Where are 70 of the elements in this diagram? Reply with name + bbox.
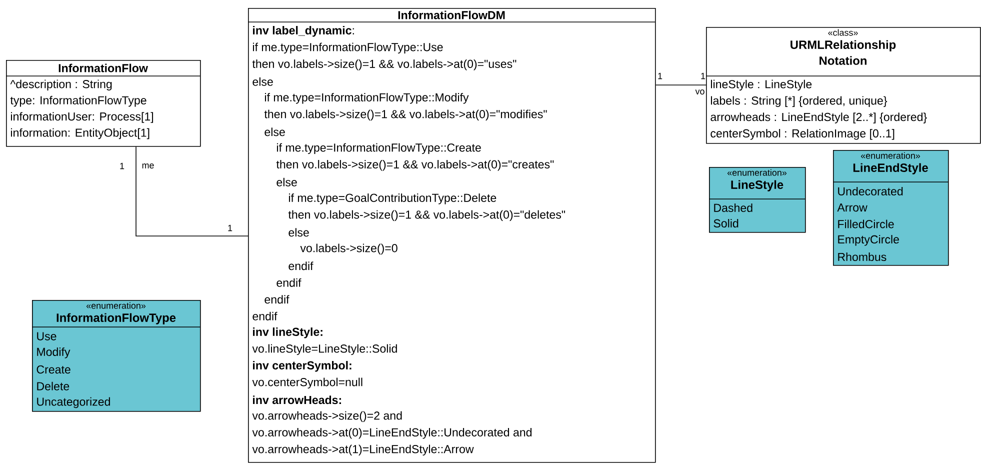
constraint-line: endif	[288, 262, 314, 270]
enum-literal: Rhombus	[838, 252, 886, 262]
class-name: InformationFlowDM	[398, 10, 505, 20]
constraint-line: then vo.labels->size()=1 && vo.labels->at(0)="creates"	[276, 160, 554, 171]
constraint-line: endif	[264, 295, 290, 304]
stereotype-label: «class»	[828, 29, 858, 36]
enum-literal: Use	[37, 332, 56, 340]
class-name: InformationFlowType	[56, 313, 176, 324]
constraint-line: vo.labels->size()=0	[300, 244, 398, 254]
class-name: LineStyle	[731, 180, 784, 192]
constraint-line: endif	[276, 278, 302, 287]
stereotype-label: «enumeration»	[727, 169, 787, 176]
enum-literal: Dashed	[714, 204, 752, 212]
multiplicity-label: 1	[120, 162, 124, 170]
constraint-line: then vo.labels->size()=1 && vo.labels->at(0)="uses"	[252, 59, 516, 70]
multiplicity-label: 1	[228, 224, 232, 232]
stereotype-label: «enumeration»	[860, 152, 920, 159]
enum-literal: Delete	[37, 382, 70, 390]
enum-literal: EmptyCircle	[838, 235, 899, 246]
constraint-line: if me.type=GoalContributionType::Delete	[289, 193, 496, 204]
constraint-line: else	[288, 228, 309, 237]
enum-literal: Arrow	[837, 204, 868, 212]
class-name: URMLRelationship Notation	[790, 40, 896, 65]
class-name: LineEndStyle	[853, 163, 928, 174]
constraint-line: if me.type=InformationFlowType::Create	[277, 143, 481, 154]
attribute-text: centerSymbol : RelationImage [0..1]	[710, 129, 894, 140]
constraint-line: endif	[252, 312, 278, 320]
attribute-text: type: InformationFlowType	[10, 96, 146, 107]
multiplicity-label: 1	[701, 72, 706, 80]
attribute-text: labels : String [*] {ordered, unique}	[710, 96, 888, 107]
enumeration-box	[832, 150, 949, 266]
enum-literal: Uncategorized	[37, 397, 110, 408]
constraint-line: vo.centerSymbol=null	[252, 378, 362, 388]
enum-literal: Solid	[714, 219, 738, 228]
constraint-line: inv centerSymbol:	[253, 360, 352, 372]
constraint-line: else	[252, 77, 273, 86]
association-line	[136, 146, 248, 236]
role-name: me	[140, 162, 156, 170]
stereotype-label: «enumeration»	[86, 302, 146, 309]
attribute-text: ^description : String	[10, 80, 112, 90]
constraint-line: if me.type=InformationFlowType::Use	[253, 42, 443, 54]
constraint-line: if me.type=InformationFlowType::Modify	[265, 92, 469, 104]
enum-literal: Create	[36, 365, 70, 374]
class-box	[248, 8, 656, 463]
class-box	[6, 60, 201, 147]
role-name: vo	[694, 88, 706, 96]
enum-literal: FilledCircle	[838, 220, 894, 228]
attribute-text: arrowheads : LineEndStyle [2..*] {ordered}	[710, 112, 927, 124]
constraint-line: else	[276, 178, 297, 186]
constraint-line: vo.arrowheads->at(0)=LineEndStyle::Undecorated and	[252, 428, 532, 439]
constraint-line: vo.arrowheads->at(1)=LineEndStyle::Arrow	[252, 444, 474, 456]
attribute-text: informationUser: Process[1]	[11, 112, 154, 123]
constraint-line: vo.arrowheads->size()=2 and	[252, 411, 402, 422]
constraint-line: then vo.labels->size()=1 && vo.labels->at(0)="modifies"	[264, 110, 547, 120]
enumeration-box	[32, 300, 201, 412]
attribute-text: information: EntityObject[1]	[11, 128, 150, 140]
enum-literal: Modify	[37, 348, 70, 358]
association-line	[655, 84, 706, 86]
class-name: InformationFlow	[58, 64, 148, 72]
multiplicity-label: 1	[658, 72, 662, 80]
enum-literal: Undecorated	[838, 186, 903, 196]
constraint-line: inv label_dynamic:	[253, 26, 354, 37]
constraint-line: inv arrowHeads:	[253, 396, 341, 404]
attribute-text: lineStyle : LineStyle	[710, 80, 812, 91]
constraint-line: then vo.labels->size()=1 && vo.labels->at(0)="deletes"	[288, 210, 566, 221]
enumeration-box	[708, 167, 806, 233]
class-box	[706, 27, 981, 144]
constraint-line: vo.lineStyle=LineStyle::Solid	[252, 344, 397, 355]
constraint-line: else	[264, 128, 285, 136]
constraint-line: inv lineStyle:	[253, 327, 322, 338]
